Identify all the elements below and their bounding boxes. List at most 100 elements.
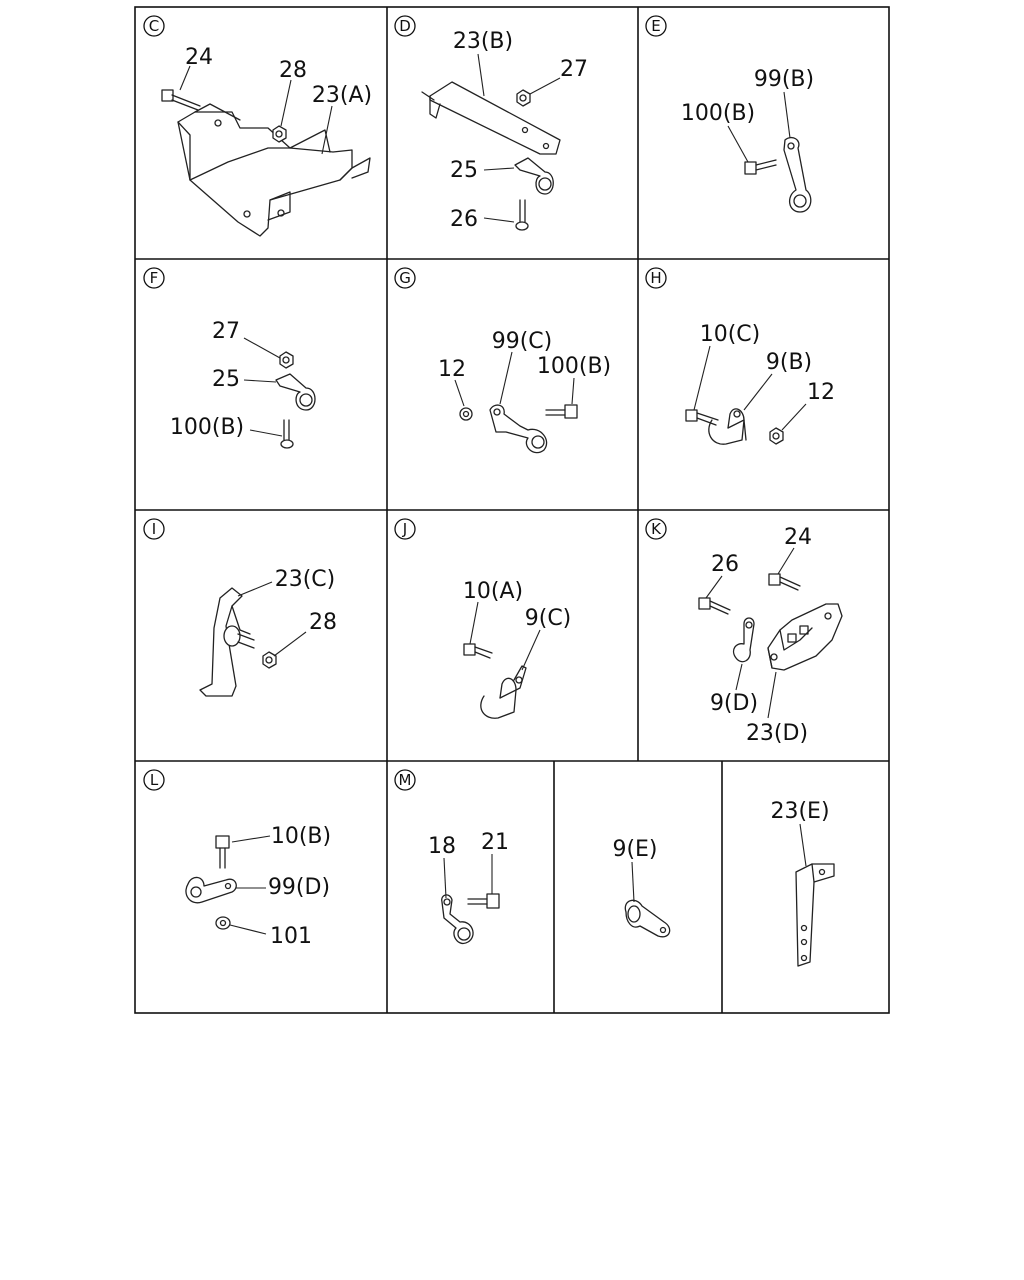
- panel-c: C 24 28 23(A): [143, 15, 372, 237]
- bracket-23e-drawing: [795, 863, 835, 967]
- clip-25-drawing: [514, 157, 554, 195]
- bolt-24-drawing: [768, 573, 801, 591]
- part-label: 12: [807, 380, 835, 405]
- bolt-26-drawing: [698, 597, 731, 615]
- panel-id-badge: J: [394, 518, 416, 540]
- part-label: 10(A): [463, 579, 523, 604]
- svg-text:D: D: [399, 17, 411, 35]
- part-label: 24: [784, 525, 812, 550]
- panel-id-badge: I: [143, 518, 165, 540]
- part-label: 26: [711, 552, 739, 577]
- part-label: 9(C): [525, 606, 572, 631]
- bolt-10c-drawing: [685, 409, 719, 426]
- bracket-23a-drawing: [177, 103, 371, 237]
- panel-id-badge: E: [645, 15, 667, 37]
- clip-9b-drawing: [708, 408, 747, 445]
- clip-25-drawing: [275, 373, 316, 411]
- bolt-10b-drawing: [215, 835, 230, 869]
- part-label: 10(C): [700, 322, 761, 347]
- svg-text:C: C: [149, 17, 159, 35]
- nut-28-drawing: [262, 651, 277, 669]
- svg-text:L: L: [150, 771, 159, 789]
- panel-m: M 18 21: [394, 769, 509, 945]
- bolt-26-drawing: [515, 199, 529, 231]
- panel-23e: 23(E): [770, 799, 835, 967]
- part-label: 100(B): [537, 354, 611, 379]
- part-label: 21: [481, 830, 509, 855]
- part-label: 9(E): [612, 837, 657, 862]
- svg-text:K: K: [651, 520, 662, 538]
- part-label: 99(D): [268, 875, 330, 900]
- svg-text:J: J: [402, 520, 407, 538]
- bracket-23b-drawing: [421, 81, 561, 155]
- panel-id-badge: L: [143, 769, 165, 791]
- svg-text:F: F: [150, 269, 159, 287]
- nut-28-drawing: [272, 125, 287, 143]
- panel-g: G 99(C) 12 100(B): [394, 267, 611, 454]
- panel-id-badge: F: [143, 267, 165, 289]
- part-label: 25: [212, 367, 240, 392]
- part-label: 23(B): [453, 29, 513, 54]
- panel-9e: 9(E): [612, 837, 671, 938]
- svg-text:M: M: [399, 771, 412, 789]
- panel-id-badge: D: [394, 15, 416, 37]
- part-label: 28: [309, 610, 337, 635]
- part-label: 9(B): [766, 350, 812, 375]
- nut-27-drawing: [279, 351, 294, 369]
- clip-9d-drawing: [732, 617, 755, 663]
- part-label: 23(A): [312, 83, 372, 108]
- part-label: 18: [428, 834, 456, 859]
- panel-i: I 23(C) 28: [143, 518, 337, 697]
- part-label: 100(B): [170, 415, 244, 440]
- part-label: 100(B): [681, 101, 755, 126]
- clip-99c-drawing: [489, 404, 548, 454]
- part-label: 99(C): [492, 329, 553, 354]
- clip-18-drawing: [441, 894, 474, 945]
- nut-12-drawing: [769, 427, 784, 445]
- panel-id-badge: H: [645, 267, 667, 289]
- panel-id-badge: M: [394, 769, 416, 791]
- panel-e: E 99(B) 100(B): [645, 15, 814, 213]
- bracket-23c-drawing: [199, 587, 255, 697]
- bolt-10a-drawing: [463, 643, 493, 659]
- clip-9c-drawing: [480, 665, 527, 719]
- part-label: 24: [185, 45, 213, 70]
- part-label: 12: [438, 357, 466, 382]
- part-label: 25: [450, 158, 478, 183]
- part-label: 99(B): [754, 67, 814, 92]
- svg-text:G: G: [399, 269, 411, 287]
- panel-l: L 10(B) 99(D) 101: [143, 769, 331, 949]
- part-label: 10(B): [271, 824, 331, 849]
- part-label: 28: [279, 58, 307, 83]
- nut-27-drawing: [516, 89, 531, 107]
- clip-99d-drawing: [185, 876, 237, 904]
- part-label: 27: [560, 57, 588, 82]
- svg-text:E: E: [651, 17, 660, 35]
- panel-f: F 27 25 100(B): [143, 267, 316, 449]
- bolt-100b-drawing: [280, 419, 294, 449]
- washer-12-drawing: [459, 407, 473, 421]
- clip-99b-drawing: [783, 136, 812, 213]
- part-label: 23(C): [275, 567, 336, 592]
- bracket-23d-drawing: [767, 603, 843, 671]
- bolt-100b-drawing: [744, 159, 777, 175]
- svg-text:H: H: [650, 269, 661, 287]
- part-label: 23(E): [770, 799, 829, 824]
- bolt-24-drawing: [161, 89, 201, 111]
- panel-id-badge: C: [143, 15, 165, 37]
- panel-k: K 24 26 9(D) 23(D): [645, 518, 843, 746]
- bolt-21-drawing: [467, 893, 500, 909]
- svg-text:I: I: [152, 520, 156, 538]
- part-label: 101: [270, 924, 312, 949]
- panel-h: H 10(C) 9(B) 12: [645, 267, 835, 445]
- bolt-100b-drawing: [545, 404, 578, 419]
- part-label: 27: [212, 319, 240, 344]
- panel-id-badge: G: [394, 267, 416, 289]
- panel-d: D 23(B) 27 25 26: [394, 15, 588, 232]
- part-label: 26: [450, 207, 478, 232]
- panel-j: J 10(A) 9(C): [394, 518, 572, 719]
- panel-id-badge: K: [645, 518, 667, 540]
- part-label: 23(D): [746, 721, 808, 746]
- part-label: 9(D): [710, 691, 758, 716]
- washer-101-drawing: [215, 916, 231, 930]
